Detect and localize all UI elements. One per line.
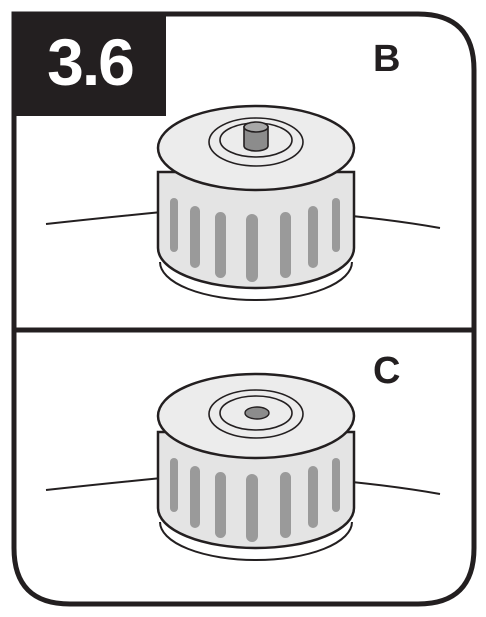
panel-label-c: C	[373, 350, 400, 393]
panel-c-spool	[46, 374, 440, 560]
panel-label-b: B	[373, 38, 400, 81]
trimmer-line-right	[352, 216, 440, 228]
trimmer-line-left	[46, 478, 162, 490]
spool-button-hole	[245, 407, 269, 419]
step-number-badge: 3.6	[14, 14, 166, 116]
trimmer-line-right	[352, 482, 440, 494]
panel-b-spool	[46, 106, 440, 300]
trimmer-line-left	[46, 212, 162, 224]
spool-button-top	[244, 122, 268, 132]
